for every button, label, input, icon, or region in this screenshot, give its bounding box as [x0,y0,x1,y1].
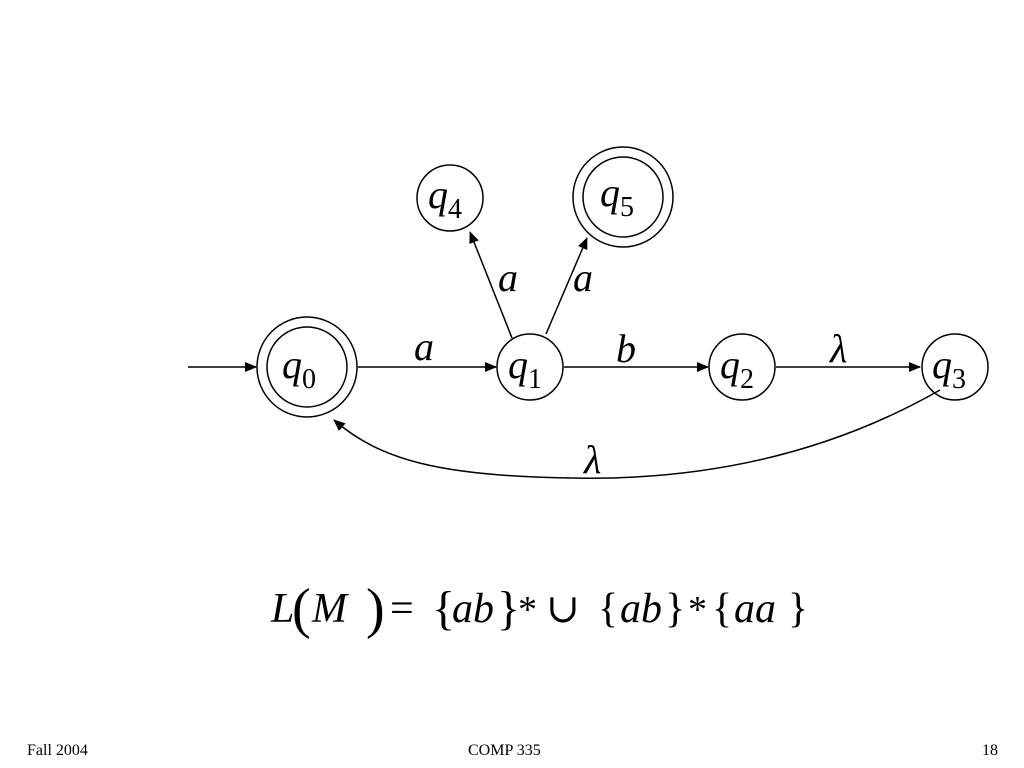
svg-text:{: { [712,586,732,632]
label-q1-q5: a [573,255,593,300]
svg-text:{: { [598,586,618,632]
label-q1-q2: b [616,326,636,371]
label-q1-q4: a [498,255,518,300]
svg-text:q1: q1 [508,342,542,395]
state-q0: q0 [256,316,358,418]
footer-center: COMP 335 [468,742,541,759]
svg-text:q0: q0 [282,342,316,395]
label-q2-q3: λ [829,326,847,371]
edge-q1-q4 [469,231,513,339]
svg-text:): ) [366,578,385,640]
label-q3-q0: λ [583,437,601,482]
language-formula: L ( M ) = { ab } * ∪ { ab } * { aa } [270,578,808,640]
edge-q1-q5 [545,237,588,335]
state-q1: q1 [496,333,564,401]
edge-q3-q0 [333,389,941,479]
svg-text:q4: q4 [428,172,462,225]
state-q5: q5 [572,146,674,248]
footer-page-number: 18 [982,742,998,759]
footer-left: Fall 2004 [27,742,88,759]
state-q3: q3 [921,333,989,401]
svg-text:=: = [390,586,414,632]
svg-text:q2: q2 [720,342,754,395]
svg-text:L: L [270,586,294,632]
svg-text:M: M [311,586,349,632]
svg-text:*: * [688,589,707,631]
svg-text:}: } [788,586,808,632]
svg-text:q5: q5 [600,170,634,223]
svg-text:aa: aa [734,586,776,632]
svg-text:q3: q3 [932,342,966,395]
svg-text:{: { [432,582,455,635]
label-q0-q1: a [414,324,434,369]
svg-text:}: } [665,586,685,632]
svg-text:ab: ab [452,586,494,632]
svg-text:∪: ∪ [546,586,580,632]
state-q4: q4 [416,164,484,232]
svg-text:ab: ab [620,586,662,632]
svg-text:}: } [497,582,520,635]
svg-text:*: * [518,589,537,631]
state-q2: q2 [708,333,776,401]
svg-text:(: ( [292,578,311,640]
